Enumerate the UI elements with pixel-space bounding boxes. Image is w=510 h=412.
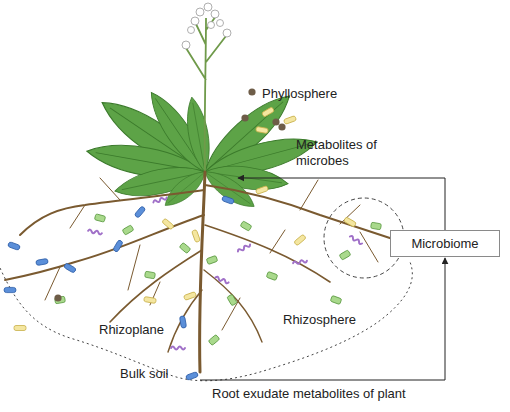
microbe — [240, 221, 252, 231]
flower — [211, 10, 219, 18]
microbe — [88, 229, 102, 234]
microbe — [278, 123, 285, 130]
microbe — [145, 271, 156, 279]
flower — [191, 17, 199, 25]
flow-label: Metabolites of microbes — [296, 137, 388, 169]
microbe — [54, 294, 61, 301]
main-root — [200, 172, 205, 372]
microbe — [4, 287, 16, 292]
flower-stalk — [186, 16, 226, 172]
microbe — [192, 230, 201, 243]
microbe — [162, 218, 174, 230]
microbiome-box: Microbiome — [390, 230, 500, 257]
root-branch — [20, 190, 204, 235]
flower — [208, 22, 215, 29]
exudate-arrow — [200, 258, 445, 380]
microbe — [184, 292, 197, 301]
root-branch — [204, 270, 262, 342]
microbe — [256, 186, 269, 195]
microbe — [330, 295, 341, 304]
microbe — [179, 242, 191, 253]
flow-label: Root exudate metabolites of plant — [212, 386, 502, 402]
microbe — [349, 235, 363, 245]
microbe — [64, 263, 77, 274]
flower — [188, 27, 195, 34]
region-label: Phyllosphere — [262, 86, 362, 102]
microbe — [134, 206, 146, 219]
flowers — [182, 3, 231, 49]
leaf — [142, 86, 215, 178]
root-branch — [205, 185, 405, 243]
microbe — [215, 276, 229, 284]
root-branch — [5, 215, 204, 280]
microbe — [208, 334, 220, 345]
region-label: Rhizosphere — [283, 312, 383, 328]
microbe — [94, 214, 105, 222]
microbe — [371, 222, 382, 230]
root-branch — [110, 250, 202, 322]
microbe — [241, 114, 248, 121]
microbe — [171, 347, 185, 350]
microbe — [266, 271, 277, 280]
flower — [182, 41, 190, 49]
node-text: Microbiome — [411, 236, 478, 252]
microbe — [14, 326, 26, 331]
flower — [223, 29, 231, 37]
region-label: Bulk soil — [120, 366, 200, 382]
microbe — [293, 259, 307, 264]
root-hair — [45, 178, 378, 330]
microbe — [284, 116, 297, 125]
metabolite-arrow — [238, 178, 445, 230]
microbes — [4, 88, 381, 380]
microbe — [221, 196, 234, 205]
root-branch — [205, 225, 330, 282]
flower — [204, 3, 212, 11]
roots — [5, 172, 405, 372]
microbe — [344, 217, 357, 227]
microbe — [179, 316, 186, 329]
microbe — [36, 258, 49, 265]
microbe — [206, 255, 217, 264]
microbe — [272, 118, 279, 125]
microbe — [113, 240, 124, 253]
region-label: Rhizoplane — [99, 322, 189, 338]
microbe — [185, 372, 198, 381]
microbe — [144, 296, 157, 303]
microbe — [248, 88, 255, 95]
microbe — [256, 126, 269, 133]
microbe — [122, 225, 134, 235]
microbe — [294, 234, 306, 246]
microbe — [262, 107, 275, 117]
microbe — [7, 242, 20, 251]
microbe — [237, 243, 251, 253]
flower — [196, 8, 204, 16]
root-branch — [168, 290, 202, 352]
microbe — [227, 294, 237, 306]
microbe — [153, 196, 167, 204]
microbe — [339, 250, 351, 260]
rhizosphere-boundary — [0, 262, 412, 381]
flower — [217, 20, 224, 27]
